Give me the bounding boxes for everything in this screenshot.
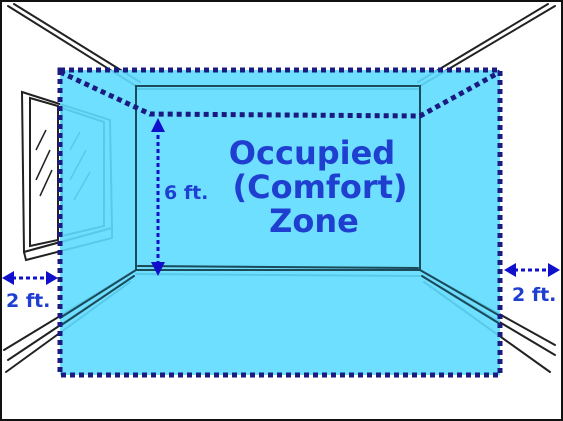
room-lines-overlay [59, 85, 501, 327]
height-dimension-arrow [151, 118, 165, 276]
zone-label-line3: Zone [269, 202, 359, 240]
zone-boundary [57, 67, 503, 378]
zone-label-line1: Occupied [229, 134, 395, 172]
left-offset-label: 2 ft. [6, 290, 50, 312]
right-offset-label: 2 ft. [512, 284, 556, 306]
left-offset-arrow [2, 271, 58, 285]
zone-label: Occupied (Comfort) Zone [229, 134, 408, 240]
occupied-zone [60, 70, 500, 375]
zone-label-line2: (Comfort) [232, 168, 407, 206]
right-offset-arrow [504, 263, 560, 277]
height-label: 6 ft. [164, 182, 208, 204]
